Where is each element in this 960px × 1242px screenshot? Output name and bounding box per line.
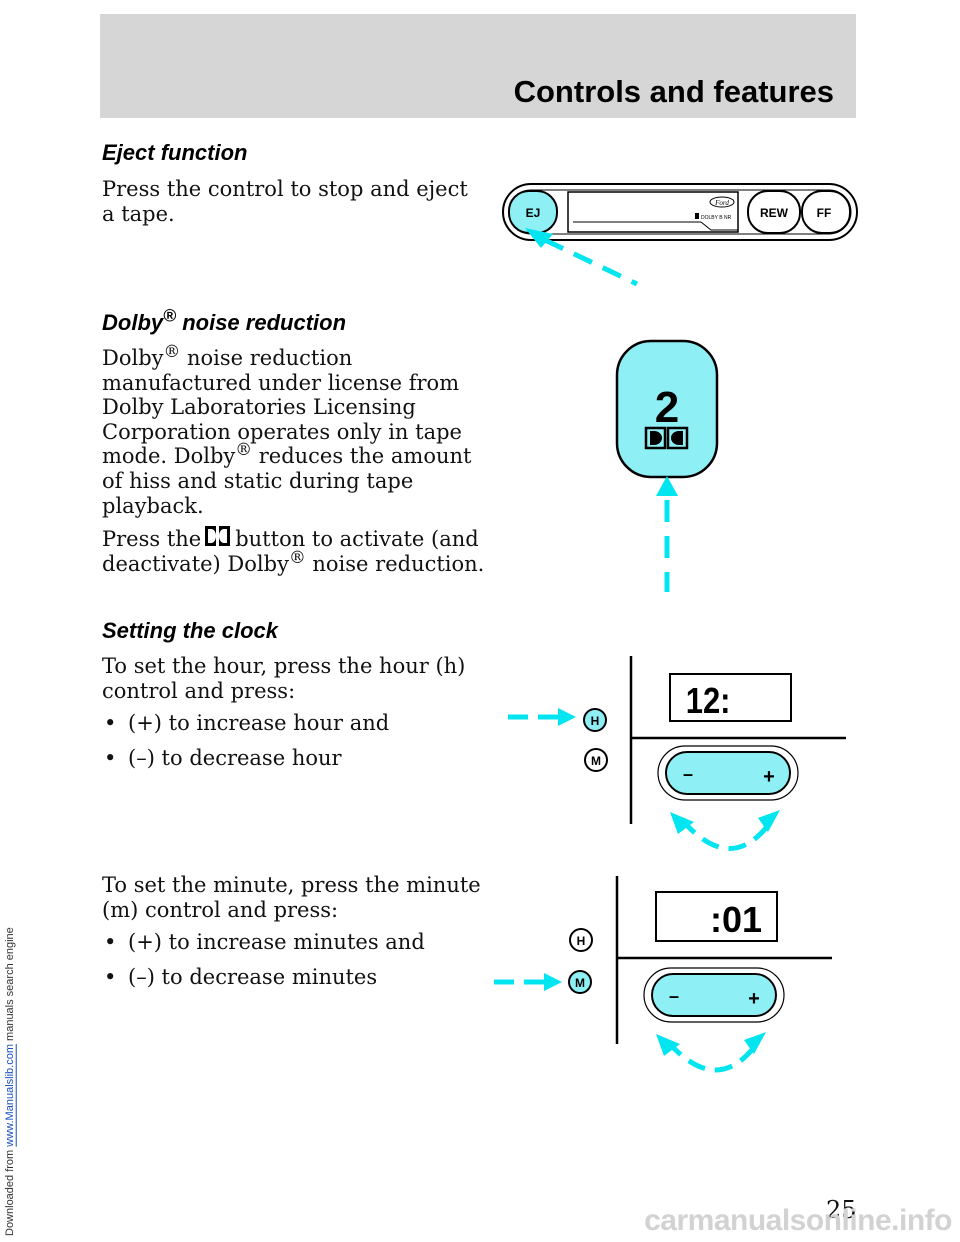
watermark: carmanualsonline.info bbox=[644, 1204, 952, 1237]
dolby-icon bbox=[205, 526, 231, 547]
page-title: Controls and features bbox=[513, 74, 834, 109]
clock-display: 12: bbox=[669, 673, 792, 722]
ford-logo-icon bbox=[709, 196, 735, 208]
eject-heading: Eject function bbox=[102, 140, 248, 165]
svg-text:H: H bbox=[577, 934, 586, 948]
svg-text:H: H bbox=[591, 714, 600, 728]
tape-deck-figure: EJ Ford DOLBY B NR REW FF bbox=[502, 183, 858, 287]
eject-paragraph: Press the control to stop and eject a ta… bbox=[102, 177, 468, 226]
svg-text:EJ: EJ bbox=[526, 206, 541, 220]
dolby-body: Dolby® noise reduction manufactured unde… bbox=[102, 341, 486, 584]
minute-button[interactable]: M bbox=[568, 970, 592, 994]
plus-label: + bbox=[763, 766, 775, 788]
rocker-arrow-icon bbox=[656, 1032, 766, 1073]
list-item: (–) to decrease hour bbox=[102, 746, 486, 771]
svg-text::01: :01 bbox=[710, 899, 762, 940]
svg-text:M: M bbox=[591, 754, 601, 768]
minute-intro: To set the minute, press the minute (m) … bbox=[102, 873, 481, 922]
list-item: (–) to decrease minutes bbox=[102, 965, 486, 990]
hour-intro: To set the hour, press the hour (h) cont… bbox=[102, 654, 466, 703]
download-note: Downloaded from www.Manualslib.com manua… bbox=[4, 927, 16, 1236]
pointer-arrow-icon bbox=[494, 973, 562, 991]
eject-button[interactable]: EJ bbox=[508, 190, 558, 234]
svg-text:Ford: Ford bbox=[714, 199, 729, 207]
plus-minus-rocker[interactable]: – + bbox=[643, 967, 785, 1023]
hour-button[interactable]: H bbox=[583, 708, 607, 732]
clock-minute-body: To set the minute, press the minute (m) … bbox=[102, 873, 486, 999]
hour-setting-figure: 12: H M – + bbox=[508, 656, 846, 851]
clock-heading: Setting the clock bbox=[102, 618, 279, 643]
minus-label: – bbox=[683, 764, 693, 784]
minute-button[interactable]: M bbox=[584, 748, 608, 772]
dolby-preset-figure: 2 bbox=[615, 339, 719, 592]
svg-text:2: 2 bbox=[655, 383, 679, 432]
hour-button[interactable]: H bbox=[569, 928, 593, 952]
dolby-mark-icon bbox=[695, 213, 699, 219]
tape-slot: Ford DOLBY B NR bbox=[567, 191, 739, 233]
clock-display: :01 bbox=[655, 891, 778, 942]
clock-hour-body: To set the hour, press the hour (h) cont… bbox=[102, 654, 486, 780]
svg-text:REW: REW bbox=[760, 206, 789, 220]
eject-body: Press the control to stop and eject a ta… bbox=[102, 177, 486, 234]
pointer-arrow-icon bbox=[525, 228, 639, 287]
ff-button[interactable]: FF bbox=[801, 190, 851, 234]
hour-bullet-list: (+) to increase hour and (–) to decrease… bbox=[102, 711, 486, 770]
svg-text:DOLBY B NR: DOLBY B NR bbox=[701, 215, 732, 221]
minute-setting-figure: :01 H M – + bbox=[494, 876, 832, 1073]
minus-label: – bbox=[669, 986, 679, 1006]
list-item: (+) to increase hour and bbox=[102, 711, 486, 736]
minute-bullet-list: (+) to increase minutes and (–) to decre… bbox=[102, 930, 486, 989]
rew-button[interactable]: REW bbox=[747, 190, 801, 234]
rocker-arrow-icon bbox=[670, 810, 780, 851]
pointer-arrow-icon bbox=[656, 476, 678, 592]
header-band: Controls and features bbox=[100, 14, 856, 118]
svg-text:M: M bbox=[575, 976, 585, 990]
pointer-arrow-icon bbox=[508, 708, 576, 726]
svg-text:FF: FF bbox=[817, 206, 832, 220]
plus-minus-rocker[interactable]: – + bbox=[657, 745, 799, 801]
dolby-heading: Dolby® noise reduction bbox=[102, 305, 347, 335]
page-number: 25 bbox=[826, 1196, 857, 1224]
svg-text:12:: 12: bbox=[686, 682, 731, 722]
dolby-paragraph-1: Dolby® noise reduction manufactured unde… bbox=[102, 341, 472, 518]
list-item: (+) to increase minutes and bbox=[102, 930, 486, 955]
manualslib-link[interactable]: www.Manualslib.com bbox=[4, 1044, 16, 1147]
dolby-icon bbox=[644, 426, 689, 450]
preset-2-button[interactable]: 2 bbox=[615, 339, 719, 479]
plus-label: + bbox=[748, 988, 760, 1010]
